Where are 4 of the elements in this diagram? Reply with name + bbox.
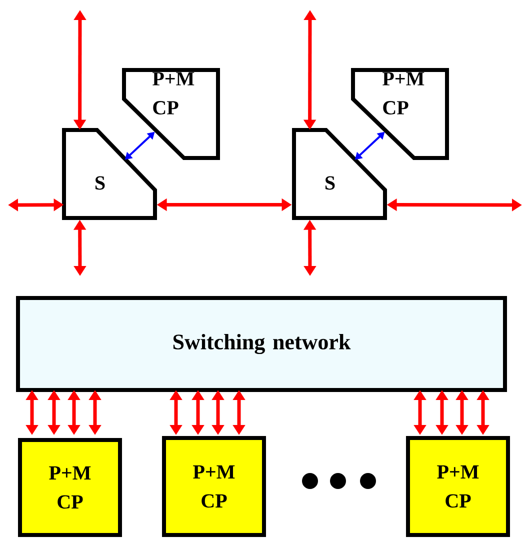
processor-box: P+M CP: [18, 438, 122, 537]
processor-box: P+M CP: [162, 436, 266, 537]
network-box: Switching network: [16, 296, 507, 392]
processor-box: P+M CP: [406, 436, 510, 537]
